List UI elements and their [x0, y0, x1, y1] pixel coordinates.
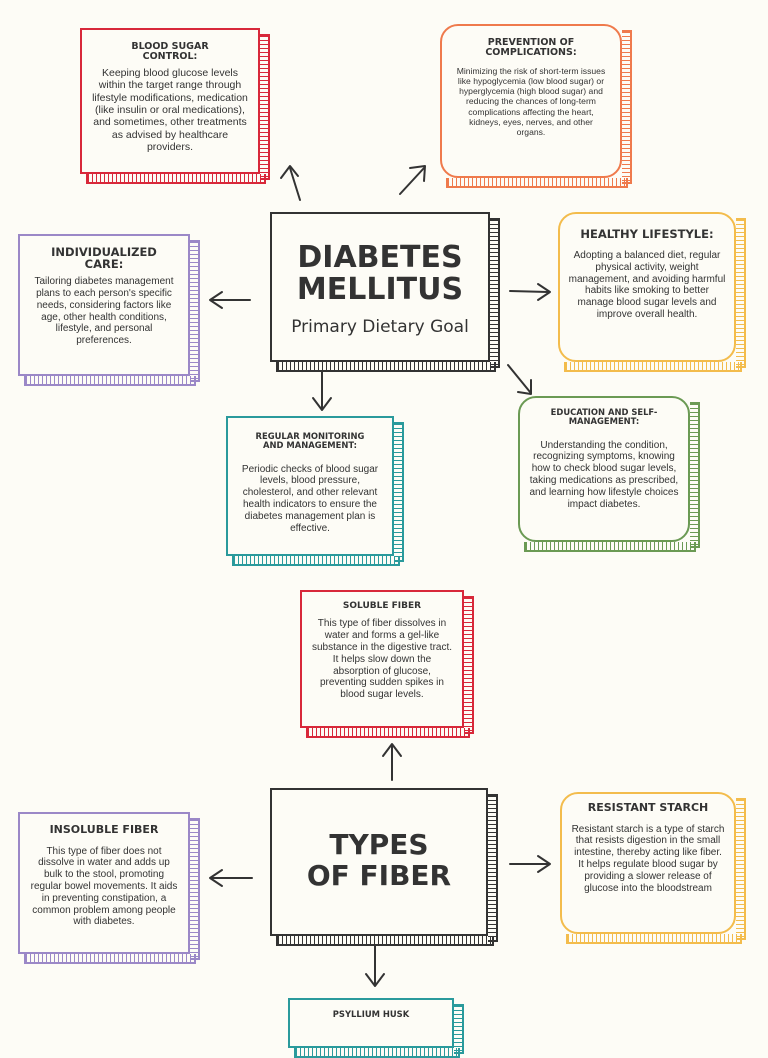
- arrow-to-education: [507, 364, 532, 395]
- node-psyllium-husk: PSYLLIUM HUSK: [288, 998, 464, 1058]
- soluble-heading: SOLUBLE FIBER: [342, 601, 422, 611]
- education-heading: EDUCATION AND SELF-MANAGEMENT:: [550, 407, 658, 426]
- healthy-text: Adopting a balanced diet, regular physic…: [568, 250, 726, 321]
- individualized-text: Tailoring diabetes management plans to e…: [34, 276, 174, 347]
- fiber-title: TYPES OF FIBER: [306, 828, 452, 892]
- node-resistant-starch: RESISTANT STARCH Resistant starch is a t…: [560, 792, 746, 944]
- arrow-to-soluble: [382, 743, 402, 781]
- prevention-text: Minimizing the risk of short-term issues…: [456, 65, 606, 137]
- arrow-to-blood-sugar: [280, 165, 301, 201]
- fiber-hub: TYPES OF FIBER: [270, 788, 498, 946]
- node-individualized-care: INDIVIDUALIZED CARE: Tailoring diabetes …: [18, 234, 200, 386]
- prevention-heading: PREVENTION OF COMPLICATIONS:: [485, 37, 577, 58]
- arrow-to-monitoring: [312, 371, 332, 411]
- monitoring-text: Periodic checks of blood sugar levels, b…: [241, 463, 379, 534]
- diabetes-title: DIABETES MELLITUS: [296, 240, 464, 307]
- healthy-heading: HEALTHY LIFESTYLE:: [580, 227, 714, 241]
- insoluble-heading: INSOLUBLE FIBER: [49, 823, 159, 836]
- blood-sugar-heading: BLOOD SUGAR CONTROL:: [131, 41, 209, 62]
- education-text: Understanding the condition, recognizing…: [529, 439, 679, 510]
- arrow-to-individualized: [209, 291, 251, 309]
- soluble-text: This type of fiber dissolves in water an…: [311, 618, 453, 701]
- arrow-to-resistant: [509, 855, 551, 873]
- node-insoluble-fiber: INSOLUBLE FIBER This type of fiber does …: [18, 812, 200, 964]
- node-regular-monitoring: REGULAR MONITORING AND MANAGEMENT: Perio…: [226, 416, 404, 566]
- monitoring-heading: REGULAR MONITORING AND MANAGEMENT:: [255, 431, 365, 450]
- node-soluble-fiber: SOLUBLE FIBER This type of fiber dissolv…: [300, 590, 474, 738]
- resistant-heading: RESISTANT STARCH: [587, 801, 709, 814]
- psyllium-heading: PSYLLIUM HUSK: [332, 1009, 410, 1019]
- arrow-to-insoluble: [209, 869, 253, 887]
- insoluble-text: This type of fiber does not dissolve in …: [30, 845, 178, 928]
- arrow-to-healthy: [509, 283, 551, 301]
- diabetes-hub: DIABETES MELLITUS Primary Dietary Goal: [270, 212, 500, 372]
- node-education-self-management: EDUCATION AND SELF-MANAGEMENT: Understan…: [518, 396, 700, 552]
- diabetes-subtitle: Primary Dietary Goal: [291, 317, 469, 337]
- node-blood-sugar-control: BLOOD SUGAR CONTROL: Keeping blood gluco…: [80, 28, 270, 184]
- node-healthy-lifestyle: HEALTHY LIFESTYLE: Adopting a balanced d…: [558, 212, 746, 372]
- arrow-to-psyllium: [365, 945, 385, 987]
- mind-map-canvas: DIABETES MELLITUS Primary Dietary Goal B…: [18, 24, 746, 1058]
- resistant-text: Resistant starch is a type of starch tha…: [571, 823, 725, 894]
- node-prevention-of-complications: PREVENTION OF COMPLICATIONS: Minimizing …: [440, 24, 632, 188]
- arrow-to-prevention: [399, 165, 426, 195]
- individualized-heading: INDIVIDUALIZED CARE:: [51, 245, 157, 272]
- connector-arrows: [209, 165, 551, 987]
- blood-sugar-text: Keeping blood glucose levels within the …: [92, 66, 248, 154]
